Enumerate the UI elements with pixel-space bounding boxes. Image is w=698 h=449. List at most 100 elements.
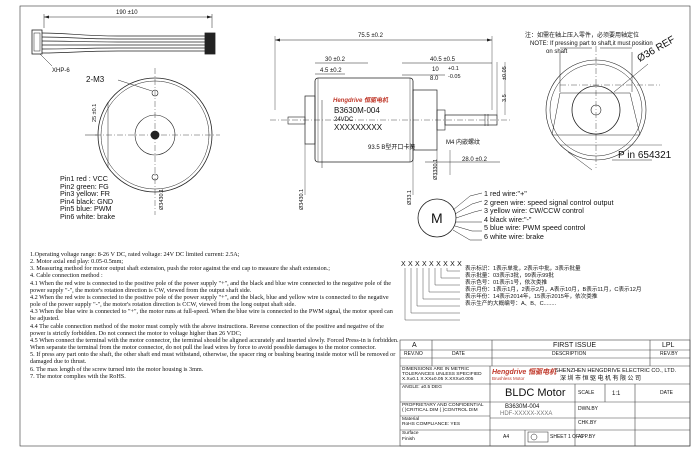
note-item: 7. The motor complies with the RoHS. bbox=[30, 372, 126, 380]
surface-label: Surface bbox=[402, 431, 419, 436]
pin-item: Pin1 red : VCC bbox=[60, 174, 108, 183]
rear-shaft bbox=[287, 116, 306, 125]
dim-4-5: 4.5 ±0.2 bbox=[320, 68, 342, 74]
overall-length: 75.5 ±0.2 bbox=[358, 33, 383, 39]
left-view-outer bbox=[97, 77, 213, 193]
company-name-en: SHENZHEN HENGDRIVE ELECTRIC CO., LTD. bbox=[555, 368, 677, 374]
connector-label: XHP-6 bbox=[52, 68, 70, 74]
serial-legend-item: 表示年份：14表示2014年，15表示2015年，依次类推 bbox=[465, 294, 598, 301]
motor-model-label: B3630M-004 bbox=[334, 106, 380, 115]
right-view-outer bbox=[545, 59, 647, 161]
scale-value: 1:1 bbox=[612, 391, 621, 397]
motor-symbol-label: M bbox=[431, 210, 443, 226]
wire-item: 3 yellow wire: CW/CCW control bbox=[484, 206, 584, 216]
note-item: 5. If press any part onto the shaft, the… bbox=[30, 351, 396, 366]
note-item: 4.4 The cable connection method of the m… bbox=[30, 322, 384, 337]
drawn-by-label: DWN.BY bbox=[578, 406, 598, 412]
motor-brand-label: Hengdrive 恒驱电机 bbox=[333, 98, 389, 104]
pin-list: Pin1 red : VCC Pin2 green: FG Pin3 yello… bbox=[60, 175, 115, 221]
serial-legend-item: 表示标识：1表示单批，2表示中批，3表示批量 bbox=[465, 266, 581, 272]
note-item: 1.Operating voltage range: 8-26 V DC, ra… bbox=[30, 251, 240, 258]
serial-legend-item: 表示生产的大概编号：A、B、C........ bbox=[465, 301, 557, 308]
dim-tol-minus: -0.05 bbox=[448, 74, 461, 80]
note-item: 4.5 When connect the terminal with the m… bbox=[30, 336, 399, 352]
material-label: Material bbox=[402, 417, 420, 422]
dim-28: 28.0 ±0.2 bbox=[462, 157, 487, 163]
note-item: 4.1 When the red wire is connected to th… bbox=[30, 279, 392, 294]
note-item: 4.3 When the blue wire is connected to "… bbox=[30, 308, 393, 323]
wire-item: 4 black wire:"-" bbox=[484, 214, 532, 224]
wire-list: 1 red wire:"+" 2 green wire: speed signa… bbox=[484, 189, 614, 242]
note-item: 3. Measuring method for motor output sha… bbox=[30, 265, 331, 273]
pin-item: Pin6 white: brake bbox=[60, 211, 116, 221]
title-block-grid bbox=[399, 339, 691, 447]
dim-25: 25 ±0.1 bbox=[92, 103, 98, 122]
cable-wires bbox=[41, 32, 205, 54]
dim-side-tol: ±0.05 bbox=[502, 66, 508, 80]
dim-8: 8.0 bbox=[430, 76, 439, 82]
sheet-number: SHEET 1 OF 1 bbox=[550, 434, 584, 440]
dia-body: Ø3430.1 bbox=[299, 188, 305, 210]
dimension-arrows bbox=[44, 15, 492, 42]
dim-tol-plus: +0.1 bbox=[448, 66, 459, 72]
top-note-en-2: on shaft bbox=[546, 49, 568, 55]
date-label: DATE bbox=[660, 390, 673, 396]
note-item: 4. Cable connection method : bbox=[30, 272, 103, 280]
date-header: DATE bbox=[452, 351, 465, 357]
dia-front: Ø33.1 bbox=[407, 190, 413, 205]
company-logo: Hengdrive 恒驱电机 bbox=[492, 369, 557, 376]
dim-40-5: 40.5 ±0.5 bbox=[430, 57, 455, 63]
top-note-cn: 注：如需在轴上压入零件，必须要用轴定位 bbox=[525, 33, 640, 39]
label-m4: M4 内嵌螺纹 bbox=[446, 140, 481, 146]
scale-label: SCALE bbox=[578, 390, 595, 396]
lpl-label: LPL bbox=[662, 342, 675, 349]
wire-item: 1 red wire:"+" bbox=[484, 189, 527, 198]
dims-metric: DIMENSIONS ARE IN METRIC bbox=[402, 367, 470, 372]
serial-legend-item: 表示批量：03表示3批，99表示99批 bbox=[465, 273, 554, 280]
note-item: 4.2 When the red wire is connected to th… bbox=[30, 293, 389, 309]
serial-code: X X X X X X X X X bbox=[401, 261, 462, 268]
tolerance-line: X.X±0.1 X.XX±0.05 X.XXX±0.005 bbox=[402, 377, 474, 382]
serial-legend: 表示标识：1表示单批，2表示中批，3表示批量 表示批量：03表示3批，99表示9… bbox=[465, 266, 641, 309]
technical-notes: 1.Operating voltage range: 8-26 V DC, ra… bbox=[30, 251, 400, 380]
screw-hole-top bbox=[151, 89, 159, 97]
angle-tolerance: ANGLE: ±0.5 DEG bbox=[402, 385, 442, 390]
dim-3-5: 3.5 bbox=[502, 94, 508, 102]
sheet-border bbox=[19, 5, 691, 447]
sheet-size: A4 bbox=[503, 434, 510, 440]
first-issue: FIRST ISSUE bbox=[553, 342, 597, 349]
proprietary: PROPRIETARY AND CONFIDENTIAL bbox=[402, 403, 484, 408]
xhp6-connector bbox=[31, 29, 43, 55]
serial-legend-item: 表示月份：1表示1月，2表示2月，A表示10月，B表示11月，C表示12月 bbox=[465, 287, 642, 294]
note-item: 6. The max length of the screw turned in… bbox=[30, 365, 204, 373]
dim-10: 10 bbox=[432, 67, 439, 73]
rev-no-header: REV.NO bbox=[404, 351, 423, 357]
serial-legend-item: 表示色号：01表示1号，依次类推 bbox=[465, 280, 548, 287]
serial-legend-leaders bbox=[404, 268, 460, 321]
drawing-title: BLDC Motor bbox=[505, 387, 566, 399]
motor-voltage-label: 24VDC bbox=[334, 117, 354, 123]
wire-item: 2 green wire: speed signal control outpu… bbox=[484, 197, 614, 207]
company-sub: Brushless Motor bbox=[492, 376, 525, 381]
note-item: 2. Motor axial end play: 0.05-0.5mm; bbox=[30, 258, 124, 266]
tolerances: TOLERANCES UNLESS SPECIFIED bbox=[402, 372, 482, 377]
screw-hole-bottom bbox=[151, 173, 159, 181]
dim-93: 93.5 B型开口卡簧 bbox=[368, 145, 416, 151]
dia-rear: Ø3330.1 bbox=[433, 158, 439, 180]
company-name-cn: 深圳市恒驱电机有限公司 bbox=[560, 376, 643, 382]
front-shaft bbox=[444, 114, 498, 126]
right-view-hub bbox=[571, 85, 621, 135]
checked-by-label: CHK.BY bbox=[578, 420, 597, 426]
part-number: B3630M-004 bbox=[505, 404, 540, 410]
rev-letter: A bbox=[412, 342, 417, 349]
pin-order-label: P in 654321 bbox=[618, 150, 672, 161]
rev-by-header: REV.BY bbox=[660, 351, 678, 357]
pin-item: Pin5 blue: PWM bbox=[60, 204, 112, 214]
finish-label: Finish bbox=[402, 437, 415, 442]
projection-symbol bbox=[527, 431, 549, 443]
screw-label: 2-M3 bbox=[86, 75, 105, 84]
pin-item: Pin3 yellow: FR bbox=[60, 189, 110, 199]
description-header: DESCRIPTION bbox=[552, 351, 587, 357]
approved-by-label: APP.BY bbox=[578, 434, 596, 440]
critical-dims: ( )CRITICAL DIM ( )CONTROL DIM bbox=[402, 408, 478, 413]
